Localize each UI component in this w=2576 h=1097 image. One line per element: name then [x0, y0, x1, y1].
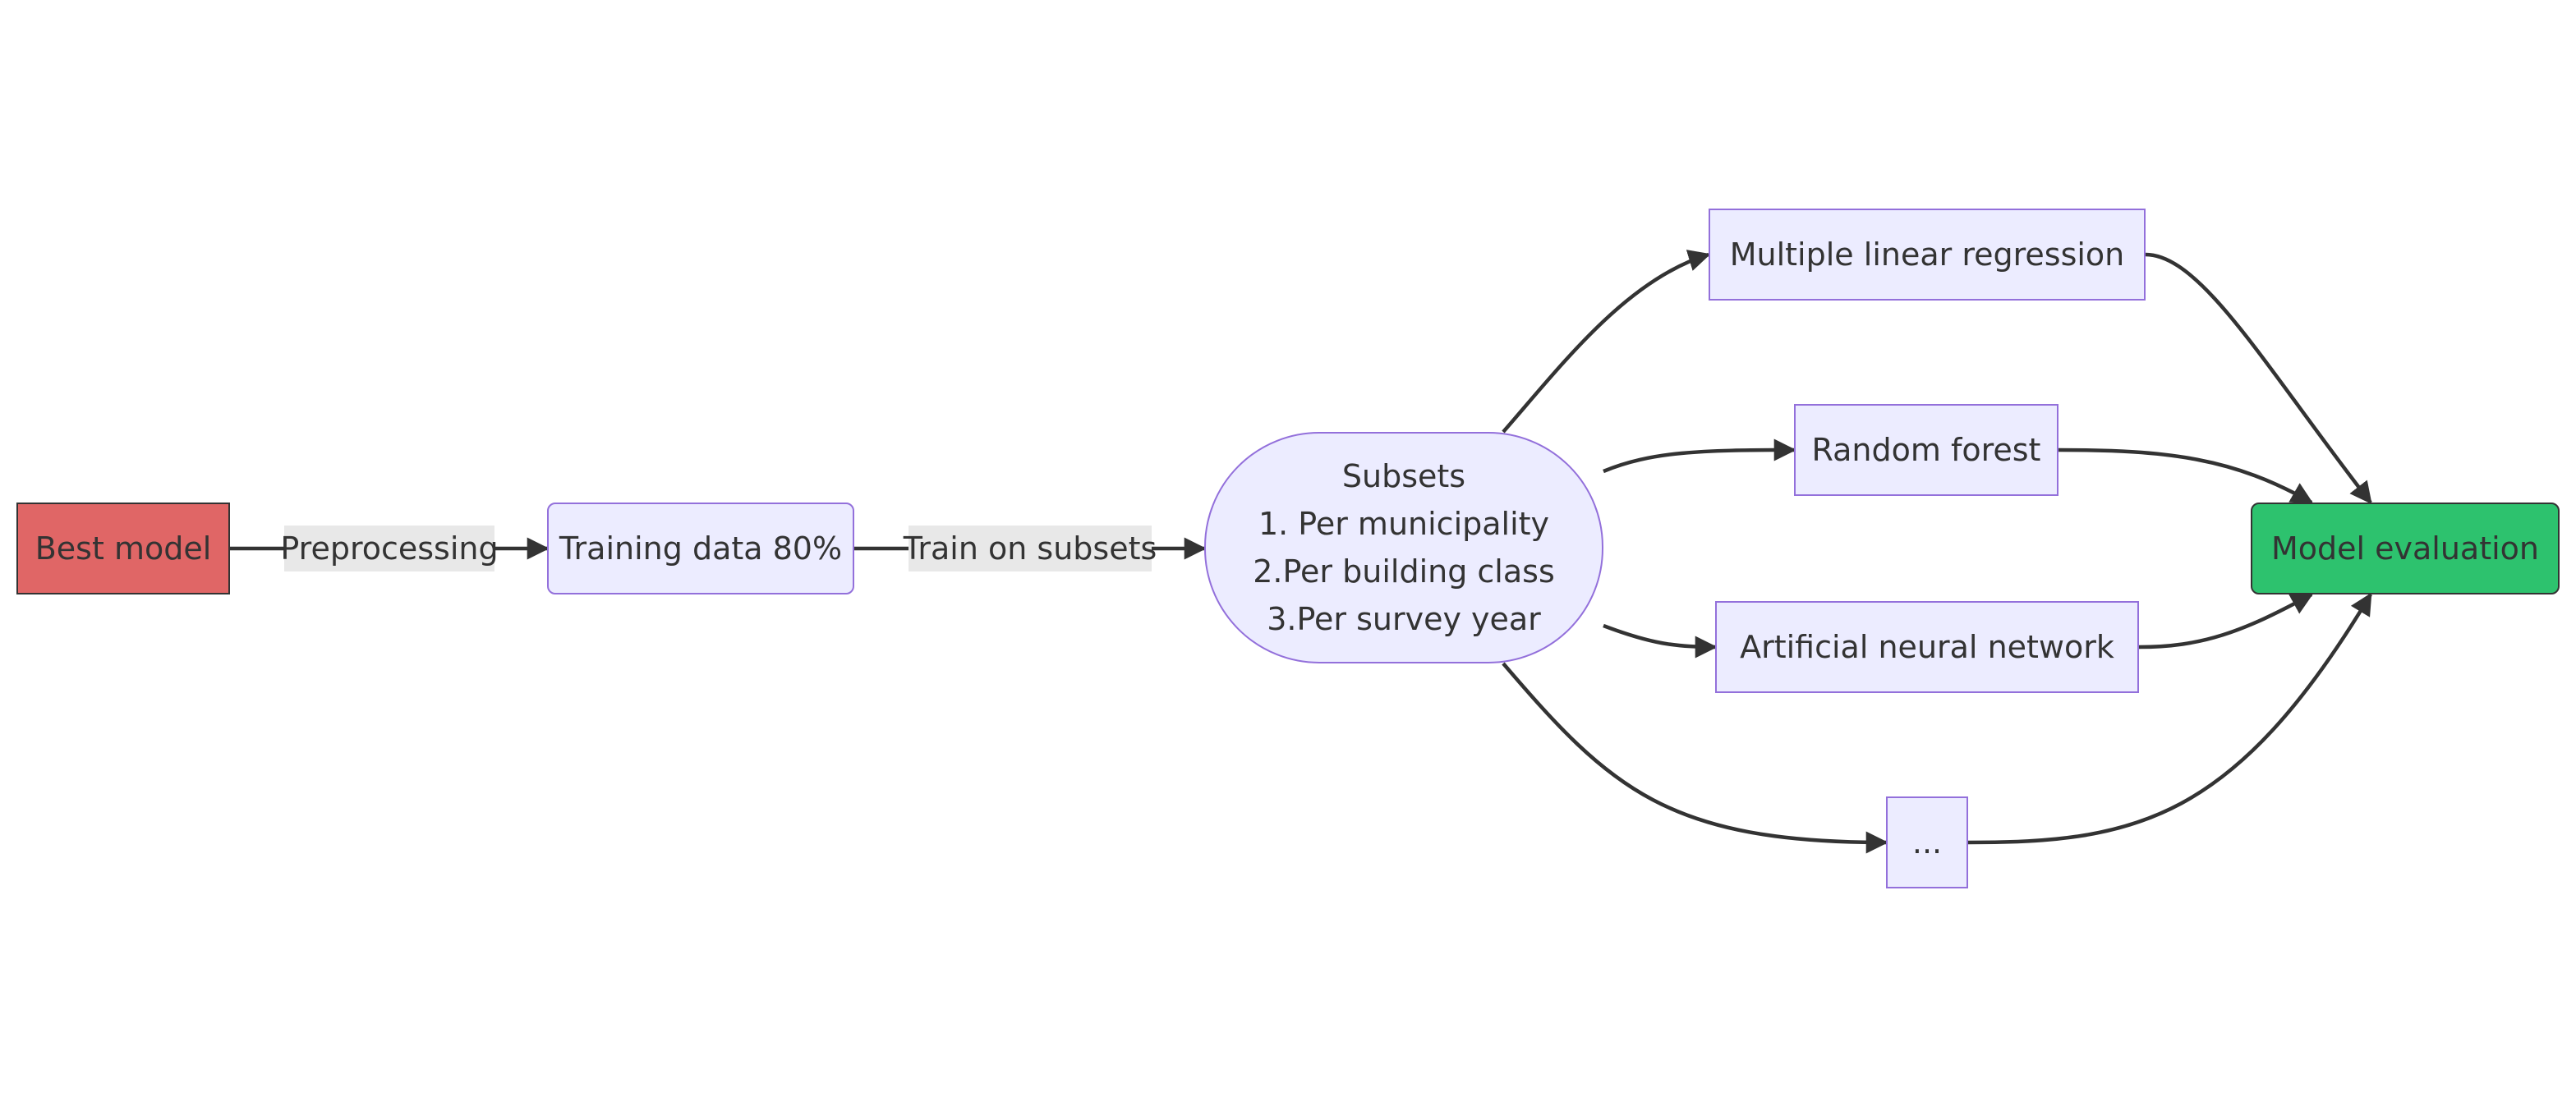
edge-random-forest-to-model-evaluation: [2058, 448, 2314, 504]
node-model-evaluation-label: Model evaluation: [2270, 530, 2540, 567]
edge-subsets-to-random-forest: [1603, 438, 1796, 474]
node-best-model: Best model: [16, 503, 230, 594]
edge-ellipsis-to-model-evaluation: [1967, 592, 2372, 845]
node-ann-label: Artificial neural network: [1740, 629, 2114, 665]
edge-mlr-to-model-evaluation: [2145, 252, 2372, 505]
edge-subsets-to-mlr: [1502, 250, 1711, 434]
node-subsets: Subsets 1. Per municipality 2.Per buildi…: [1204, 432, 1603, 663]
edge-label-preprocessing: Preprocessing: [280, 526, 499, 571]
edge-subsets-to-ellipsis: [1502, 662, 1888, 854]
edge-subsets-to-ann: [1603, 623, 1718, 659]
node-subsets-line-municipality: 1. Per municipality: [1258, 506, 1550, 542]
node-random-forest: Random forest: [1794, 404, 2058, 496]
node-best-model-label: Best model: [34, 530, 212, 567]
node-subsets-title: Subsets: [1341, 458, 1466, 494]
node-subsets-line-survey-year: 3.Per survey year: [1267, 601, 1541, 637]
node-ellipsis-label: ...: [1911, 824, 1943, 861]
node-multiple-linear-regression: Multiple linear regression: [1709, 209, 2146, 301]
node-ellipsis: ...: [1886, 796, 1968, 888]
node-training-data-label: Training data 80%: [559, 530, 843, 567]
node-artificial-neural-network: Artificial neural network: [1715, 601, 2139, 693]
node-subsets-line-building-class: 2.Per building class: [1253, 553, 1555, 590]
edge-label-train-on-subsets: Train on subsets: [904, 526, 1157, 571]
node-model-evaluation: Model evaluation: [2251, 503, 2560, 594]
node-mlr-label: Multiple linear regression: [1729, 236, 2125, 273]
edge-ann-to-model-evaluation: [2138, 593, 2314, 649]
node-random-forest-label: Random forest: [1811, 432, 2041, 468]
node-training-data: Training data 80%: [547, 503, 854, 594]
